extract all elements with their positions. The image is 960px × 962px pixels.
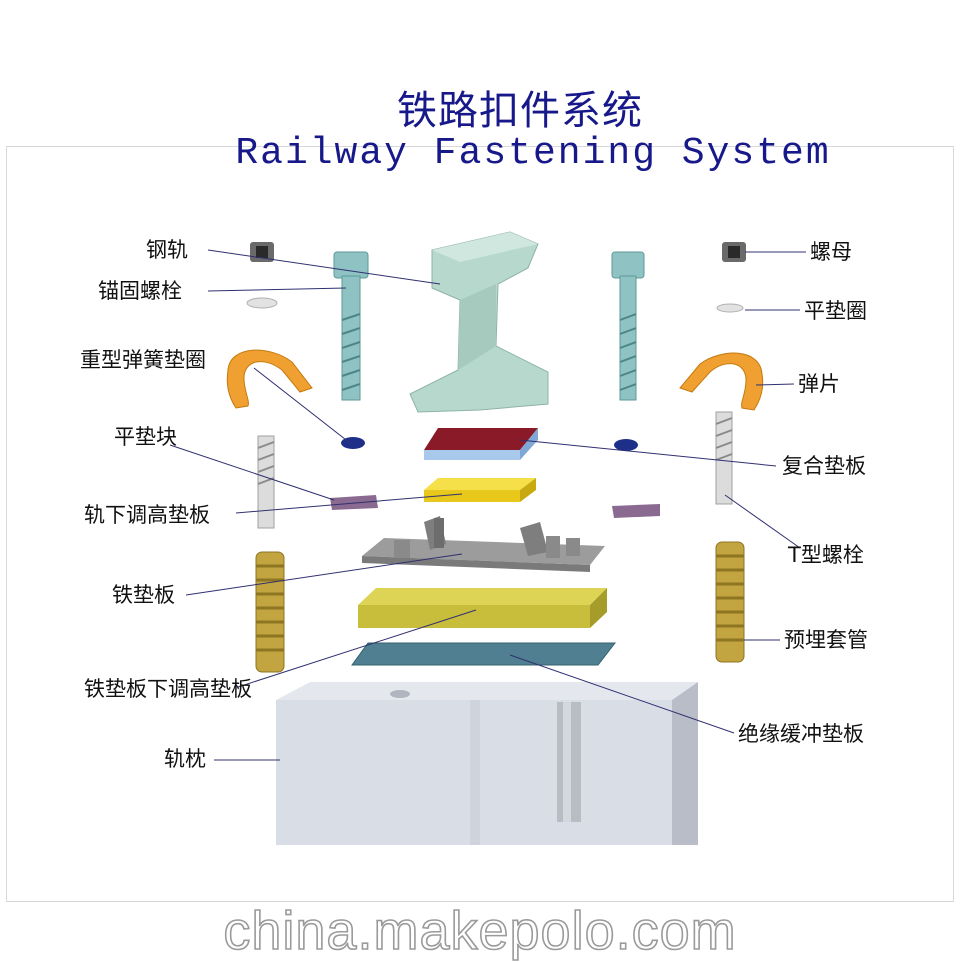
anchor-bolt-right xyxy=(611,251,645,401)
label-sleeper: 轨枕 xyxy=(164,747,206,771)
label-under-tie-plate-shim: 铁垫板下调高垫板 xyxy=(84,677,252,701)
heavy-spring-washer-right xyxy=(614,439,638,451)
spring-clip-left xyxy=(226,349,313,409)
label-iron-tie-plate: 铁垫板 xyxy=(112,583,175,607)
insulating-buffer-pad xyxy=(351,642,617,666)
watermark: china.makepolo.com xyxy=(223,900,737,962)
label-heavy-spring-washer: 重型弹簧垫圈 xyxy=(80,348,206,372)
flat-washer-left xyxy=(246,297,278,309)
label-nut: 螺母 xyxy=(810,240,852,264)
leader-lines xyxy=(169,249,806,761)
label-t-bolt: T型螺栓 xyxy=(788,543,864,567)
label-anchor-bolt: 锚固螺栓 xyxy=(98,279,182,303)
diagram-frame xyxy=(6,146,954,902)
embedded-sleeve-left xyxy=(255,551,285,673)
t-bolt-right xyxy=(715,411,733,505)
flat-washer-right xyxy=(716,303,744,313)
label-embedded-sleeve: 预埋套管 xyxy=(784,628,868,652)
nut-right xyxy=(722,242,746,262)
under-tie-plate-shim xyxy=(358,588,607,628)
label-composite-pad: 复合垫板 xyxy=(782,454,866,478)
embedded-sleeve-right xyxy=(715,541,745,663)
label-flat-washer: 平垫圈 xyxy=(804,299,867,323)
under-rail-shim xyxy=(424,478,536,502)
label-flat-pad-block: 平垫块 xyxy=(114,425,177,449)
composite-pad xyxy=(424,428,538,460)
label-insulating-buffer-pad: 绝缘缓冲垫板 xyxy=(738,722,864,746)
anchor-bolt-left xyxy=(333,251,369,401)
label-spring-clip: 弹片 xyxy=(798,372,840,396)
rail xyxy=(409,231,549,413)
title-english: Railway Fastening System xyxy=(235,132,831,175)
spring-clip-right xyxy=(679,352,764,411)
flat-pad-block-left xyxy=(330,495,378,510)
t-bolt-left xyxy=(257,435,275,529)
label-rail: 钢轨 xyxy=(146,238,188,262)
sleeper xyxy=(276,682,698,845)
label-under-rail-shim: 轨下调高垫板 xyxy=(84,503,210,527)
heavy-spring-washer-left xyxy=(341,437,365,449)
flat-pad-block-right xyxy=(612,504,660,518)
title-chinese: 铁路扣件系统 xyxy=(397,88,643,134)
